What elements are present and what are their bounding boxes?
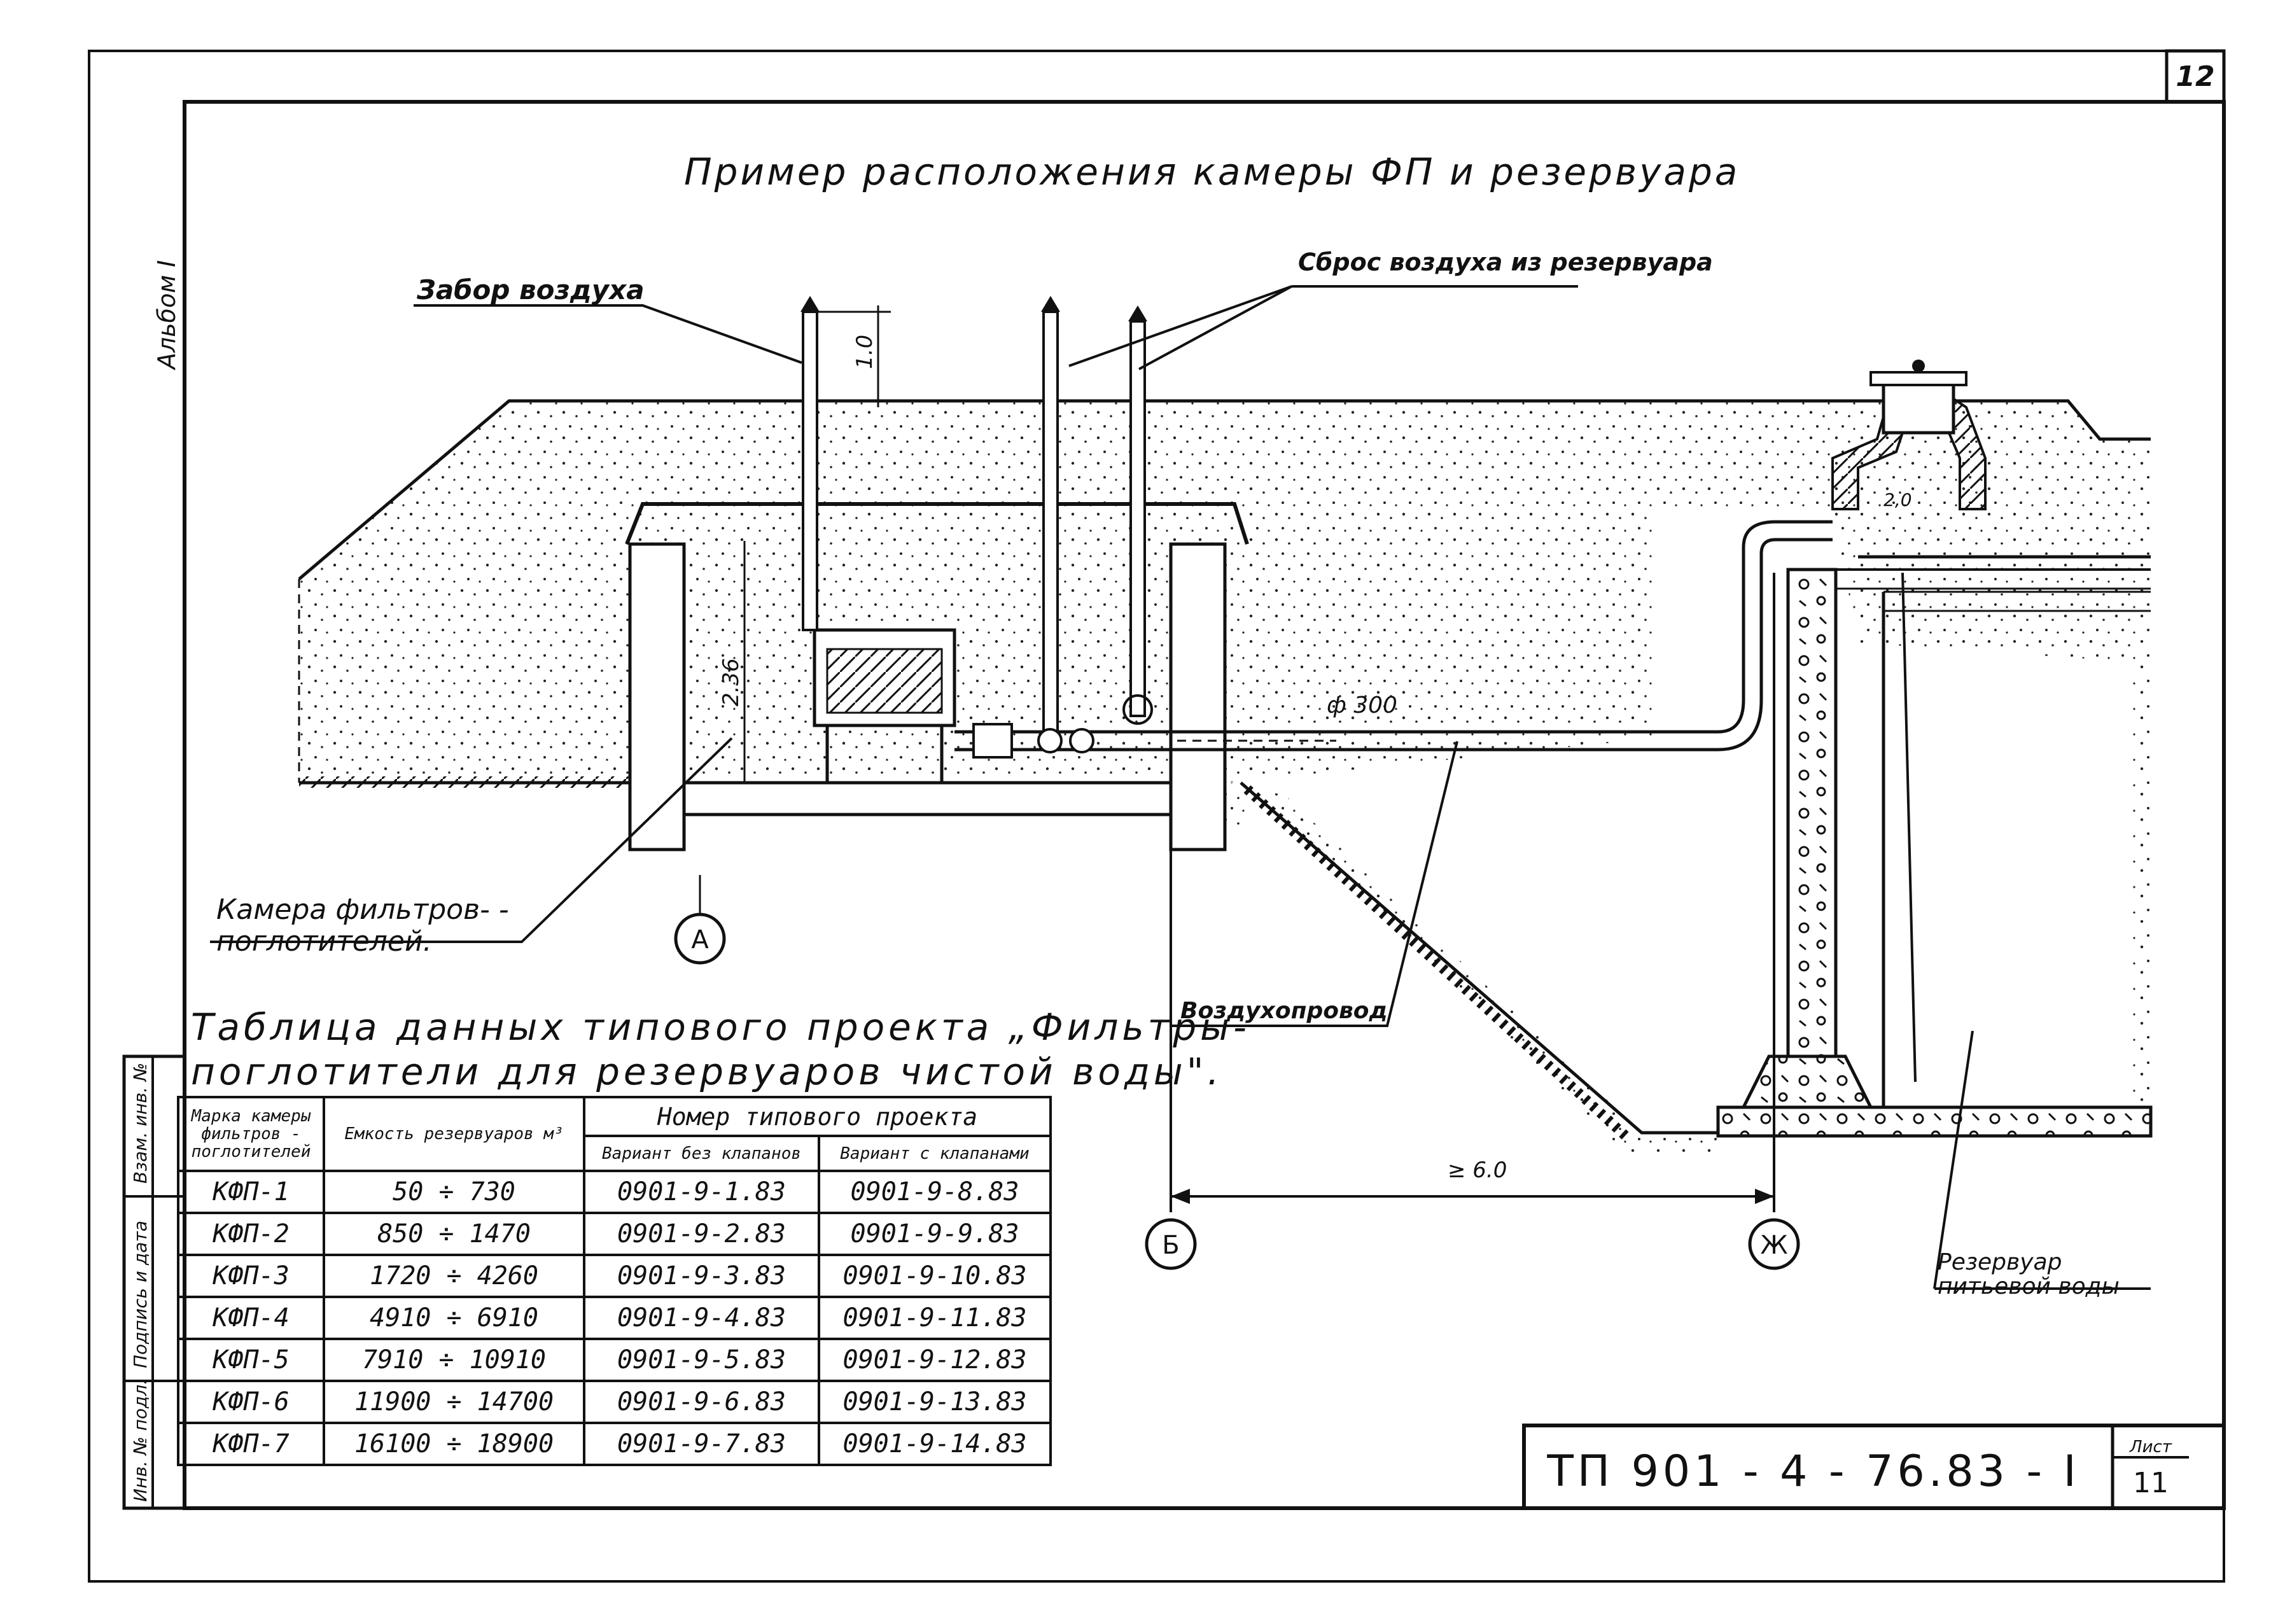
sheet-number: 11 [2133,1467,2169,1499]
axis-label-b: Б [1162,1231,1179,1260]
cell-capacity: 4910 ÷ 6910 [323,1296,585,1340]
header-with-valves: Вариант с клапанами [818,1135,1052,1172]
axis-marker-b [1145,1218,1197,1270]
label-height-1: 1.0 [852,335,877,369]
table-row: КФП-6 11900 ÷ 14700 0901-9-6.83 0901-9-1… [177,1380,1052,1424]
table-row: КФП-4 4910 ÷ 6910 0901-9-4.83 0901-9-11.… [177,1296,1052,1340]
cell-with: 0901-9-14.83 [818,1422,1052,1466]
cell-with: 0901-9-8.83 [818,1170,1052,1214]
cell-mark: КФП-7 [177,1422,325,1466]
cell-without: 0901-9-5.83 [583,1338,820,1382]
axis-label-a: А [691,925,709,955]
cell-capacity: 1720 ÷ 4260 [323,1254,585,1298]
header-project: Номер типового проекта [583,1095,1052,1138]
table-row: КФП-2 850 ÷ 1470 0901-9-2.83 0901-9-9.83 [177,1212,1052,1256]
cell-with: 0901-9-12.83 [818,1338,1052,1382]
cell-without: 0901-9-6.83 [583,1380,820,1424]
label-reservoir: Резервуар питьевой воды [1938,1249,2120,1299]
axis-marker-a [674,913,726,965]
album-label: Альбом I [153,260,181,371]
label-air-intake: Забор воздуха [416,274,645,305]
label-pipe-diameter: ф 300 [1327,692,1397,718]
axis-marker-zh [1748,1218,1800,1270]
table-title-line1: Таблица данных типового проекта „Фильтры… [191,1005,1250,1049]
air-duct [954,520,1833,759]
cell-without: 0901-9-1.83 [583,1170,820,1214]
cell-capacity: 7910 ÷ 10910 [323,1338,585,1382]
reservoir [1716,360,2153,1138]
label-height-3: 2,0 [1883,489,1912,510]
leader-lines [210,285,2151,1290]
cell-capacity: 50 ÷ 730 [323,1170,585,1214]
cell-with: 0901-9-11.83 [818,1296,1052,1340]
table-row: КФП-1 50 ÷ 730 0901-9-1.83 0901-9-8.83 [177,1170,1052,1214]
dimension-lines [674,305,1800,1270]
cell-with: 0901-9-10.83 [818,1254,1052,1298]
cell-capacity: 11900 ÷ 14700 [323,1380,585,1424]
inner-frame [183,100,2226,1510]
ground-line [298,399,2151,580]
table-title-line2: поглотители для резервуаров чистой воды"… [191,1050,1223,1093]
header-capacity: Емкость резервуаров м³ [323,1096,585,1172]
diagram-title: Пример расположения камеры ФП и резервуа… [684,150,1740,193]
cell-with: 0901-9-9.83 [818,1212,1052,1256]
header-without-valves: Вариант без клапанов [583,1135,820,1172]
cell-without: 0901-9-2.83 [583,1212,820,1256]
cell-capacity: 16100 ÷ 18900 [323,1422,585,1466]
cell-mark: КФП-4 [177,1296,325,1340]
side-stamp-2: Подпись и дата [130,1221,151,1368]
cell-mark: КФП-6 [177,1380,325,1424]
page-number: 12 [2176,60,2214,93]
sheet-label: Лист [2129,1438,2172,1457]
air-pipes [800,296,1153,739]
side-stamp-3: Взам. инв. № [130,1063,151,1184]
cell-mark: КФП-2 [177,1212,325,1256]
label-filter-chamber: Камера фильтров- - поглотителей. [216,893,509,958]
stamp-code: ТП 901 - 4 - 76.83 - I [1546,1446,2079,1497]
filter-chamber [625,502,1249,851]
header-mark: Марка камеры фильтров - поглотителей [177,1096,325,1172]
cell-capacity: 850 ÷ 1470 [323,1212,585,1256]
table-row: КФП-7 16100 ÷ 18900 0901-9-7.83 0901-9-1… [177,1422,1052,1466]
label-air-duct: Воздухопровод [1180,998,1388,1024]
label-air-release: Сброс воздуха из резервуара [1298,248,1713,276]
side-stamp-1: Инв. № подл. [130,1379,151,1502]
page-number-box [2165,49,2226,104]
cell-without: 0901-9-7.83 [583,1422,820,1466]
cell-without: 0901-9-4.83 [583,1296,820,1340]
axis-label-zh: Ж [1760,1231,1787,1260]
title-block [1522,1424,2226,1510]
project-data-table: Марка камеры фильтров - поглотителей Емк… [177,1095,1052,1466]
table-row: КФП-3 1720 ÷ 4260 0901-9-3.83 0901-9-10.… [177,1254,1052,1298]
cell-with: 0901-9-13.83 [818,1380,1052,1424]
table-row: КФП-5 7910 ÷ 10910 0901-9-5.83 0901-9-12… [177,1338,1052,1382]
cell-mark: КФП-5 [177,1338,325,1382]
cell-mark: КФП-3 [177,1254,325,1298]
cell-without: 0901-9-3.83 [583,1254,820,1298]
label-distance: ≥ 6.0 [1448,1158,1507,1183]
label-height-2: 2.36 [718,658,744,706]
cell-mark: КФП-1 [177,1170,325,1214]
